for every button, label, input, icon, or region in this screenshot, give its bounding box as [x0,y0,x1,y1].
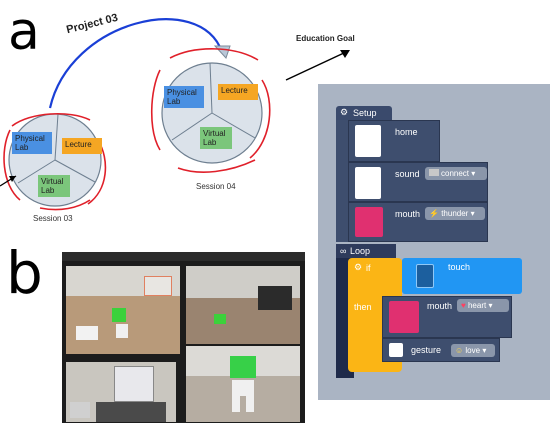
home-label: home [395,127,418,137]
s04-virtual-lab-box: Virtual Lab [200,127,232,149]
robot-head-green [112,308,126,322]
heart-matrix-icon [389,301,419,333]
touch-block[interactable]: touch [402,258,522,294]
then-label: then [354,302,372,312]
monitor-screen [114,366,154,402]
robot-torso [232,380,254,396]
thunder-icon: ⚡ [429,209,439,218]
s04-lecture-box: Lecture [218,84,258,100]
sound-block[interactable]: sound connect ▾ [348,162,488,202]
robot-parts [76,326,98,340]
s04-physical-lab-box: Physical Lab [164,86,204,108]
touch-label: touch [448,262,471,272]
storage-box [144,276,172,296]
gesture-value: love [465,346,481,355]
robot-sound-icon [355,167,381,199]
session03-title: Session 03 [33,214,73,223]
panel-label-b: b [6,239,43,307]
mouth-block-loop[interactable]: mouth ♥ heart ▾ [382,296,512,338]
video-tile-laptop [186,266,300,344]
panel-label-a: a [8,2,40,62]
mouth-dropdown-loop[interactable]: ♥ heart ▾ [457,299,509,312]
mouth-block-setup[interactable]: mouth ⚡ thunder ▾ [348,202,488,242]
block-code-panel: ⚙ Setup home sound connect ▾ mouth ⚡ thu… [318,84,550,400]
project-arc-arrow [48,18,224,109]
mouth-value-setup: thunder [441,209,469,218]
laptop [96,402,166,422]
if-gear-icon: ⚙ [354,262,363,272]
infinity-icon: ∞ [340,246,347,256]
laptop-screen [258,286,292,310]
robot-head [230,356,256,378]
mouth-label-setup: mouth [395,209,421,219]
project-arrowhead [213,45,231,59]
green-part [214,314,226,324]
robot-gesture-icon [389,343,403,357]
robot-home-icon [355,125,381,157]
video-tile-desk-parts [66,266,180,354]
education-goal-arrow [285,51,347,81]
mouth-label-loop: mouth [427,301,453,311]
session04-title: Session 04 [196,182,236,191]
pen-annotation-s03 [3,112,107,211]
s03-lecture-box: Lecture [62,138,102,154]
video-call-grid [62,252,305,423]
heart-icon: ♥ [461,301,466,310]
gesture-label: gesture [411,345,442,355]
gesture-block[interactable]: gesture ☺ love ▾ [382,338,500,362]
s03-physical-lab-box: Physical Lab [12,132,52,154]
sound-label: sound [395,169,420,179]
s03-virtual-lab-box: Virtual Lab [38,175,70,197]
love-face-icon: ☺ [455,346,464,355]
setup-label: Setup [353,108,377,118]
touch-hand-icon [416,264,434,288]
speaker-icon [429,169,439,176]
mouth-value-loop: heart [467,301,487,310]
gear-icon: ⚙ [340,107,349,117]
video-tile-robot [186,346,300,422]
sound-dropdown[interactable]: connect ▾ [425,167,487,180]
led-matrix-icon [355,207,383,237]
home-block[interactable]: home [348,120,440,162]
setup-block[interactable]: ⚙ Setup [336,106,392,120]
mouth-dropdown-setup[interactable]: ⚡ thunder ▾ [425,207,485,220]
video-tile-desk-laptop [66,362,176,422]
education-goal-label: Education Goal [296,34,355,43]
sound-value: connect [441,169,470,178]
video-call-toolbar [62,252,305,261]
if-label: if [366,263,371,273]
loop-block[interactable]: ∞ Loop [336,244,396,258]
gesture-dropdown[interactable]: ☺ love ▾ [451,344,495,357]
loop-label: Loop [350,246,371,256]
pen-annotation-s04 [150,48,271,173]
robot-body [116,324,128,338]
